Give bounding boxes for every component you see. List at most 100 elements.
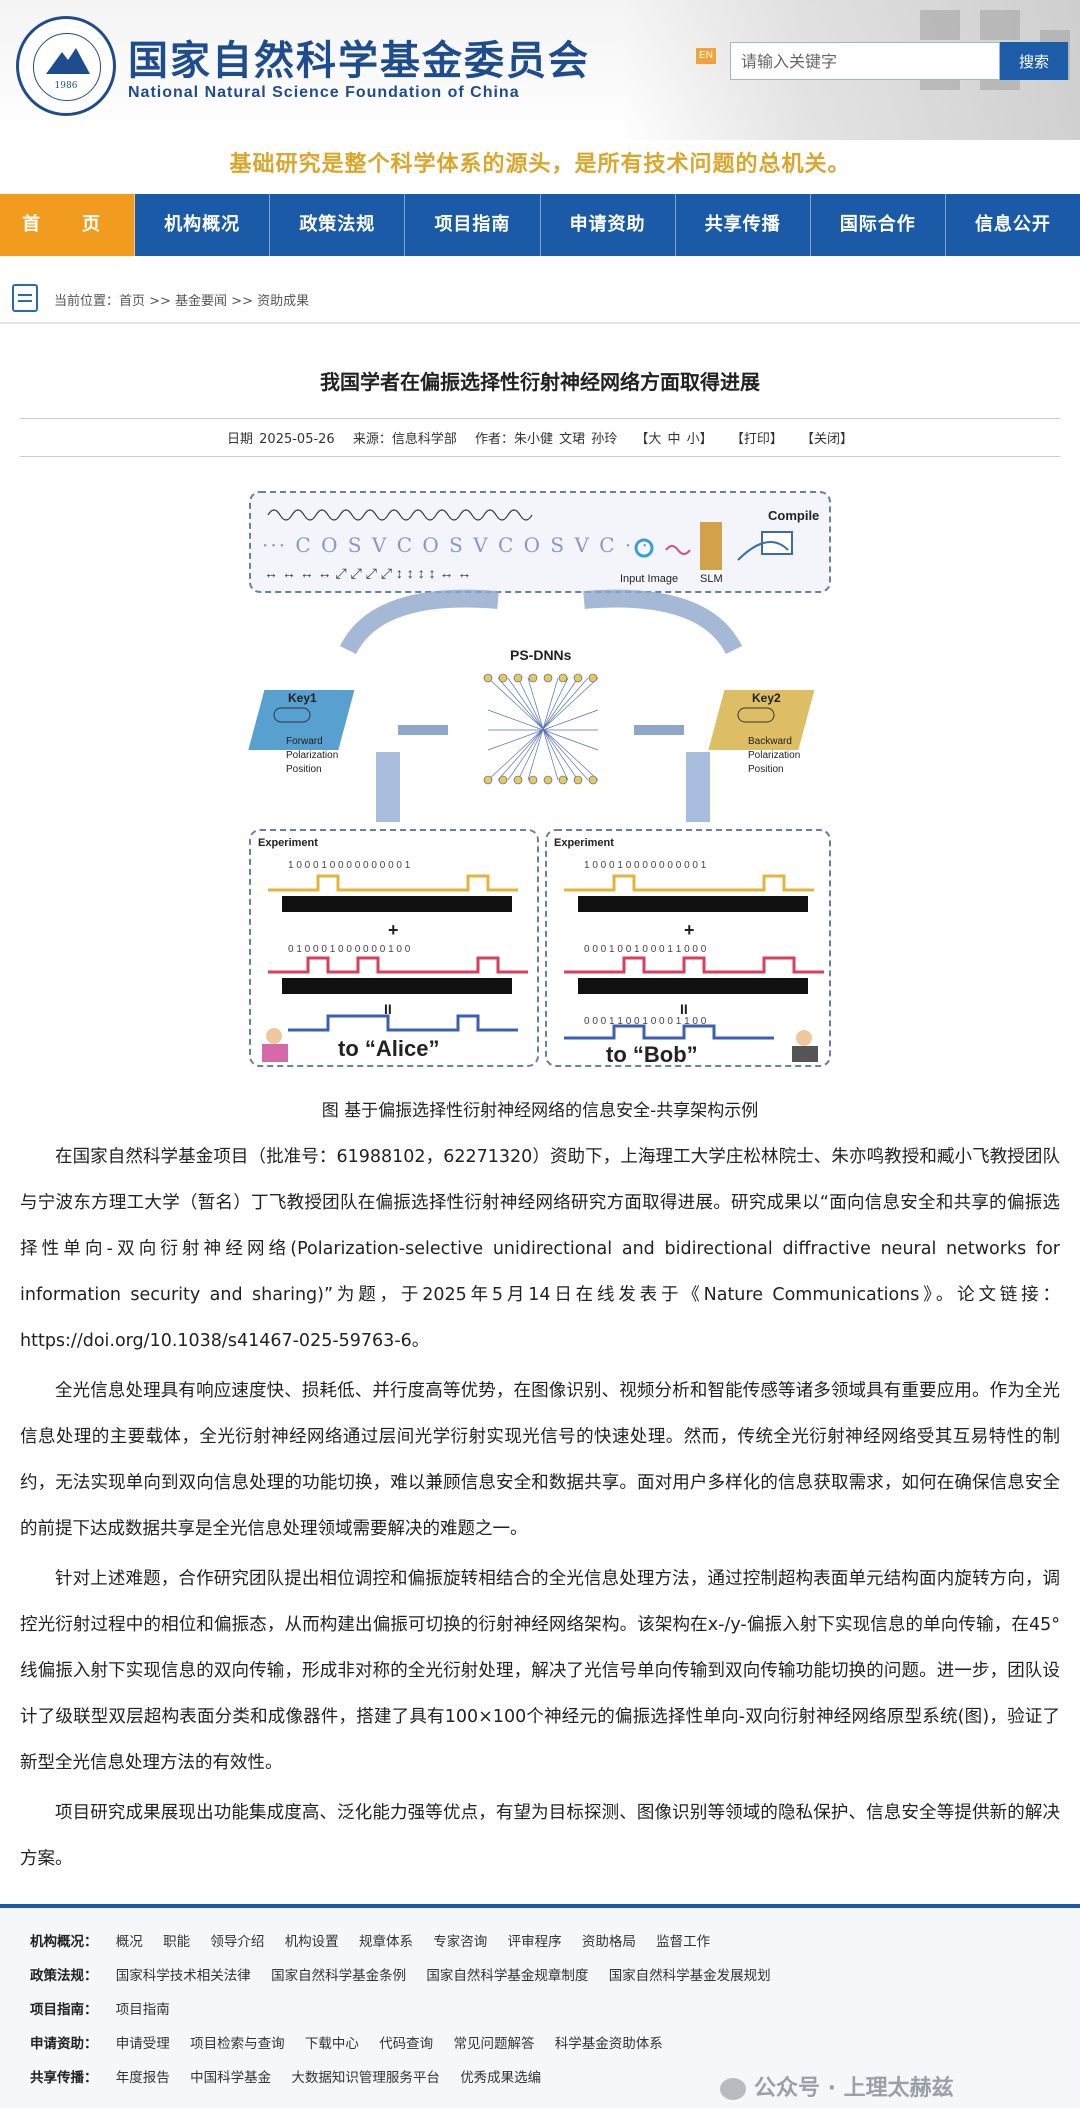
footer-row-share: 共享传播： 年度报告 中国科学基金 大数据知识管理服务平台 优秀成果选编 <box>30 2066 557 2096</box>
key2-item: Polarization <box>748 750 800 761</box>
site-header: 1986 国家自然科学基金委员会 National Natural Scienc… <box>0 0 1080 140</box>
footer-row-label: 共享传播： <box>30 2070 98 2086</box>
article-title: 我国学者在偏振选择性衍射神经网络方面取得进展 <box>320 370 760 394</box>
footer-link[interactable]: 评审程序 <box>507 1934 562 1950</box>
print-button[interactable]: 【打印】 <box>730 432 783 447</box>
footer-link[interactable]: 申请受理 <box>115 2036 170 2052</box>
footer-row-label: 机构概况： <box>30 1934 98 1950</box>
signal-blue-right <box>564 1024 774 1040</box>
footer-link[interactable]: 机构设置 <box>284 1934 339 1950</box>
breadcrumb: 当前位置：首页 >> 基金要闻 >> 资助成果 <box>0 280 1080 322</box>
decoding-beam-right <box>686 752 710 822</box>
footer-link[interactable]: 职能 <box>163 1934 191 1950</box>
main-nav: 首 页 机构概况 政策法规 项目指南 申请资助 共享传播 国际合作 信息公开 <box>0 194 1080 256</box>
footer-row-label: 政策法规： <box>30 1968 98 1984</box>
input-image-label: Input Image <box>620 573 678 585</box>
network-graph <box>487 677 599 781</box>
watermark-text: 公众号 · 上理太赫兹 <box>754 2076 954 2101</box>
footer-link[interactable]: 专家咨询 <box>433 1934 488 1950</box>
divider <box>0 322 1080 324</box>
footer-link[interactable]: 项目检索与查询 <box>190 2036 285 2052</box>
article-figure: ··· C O S V C O S V C O S V C ··· ↔ ↔ ↔ … <box>248 491 831 1067</box>
breadcrumb-text[interactable]: 当前位置：首页 >> 基金要闻 >> 资助成果 <box>54 294 310 309</box>
footer-link[interactable]: 常见问题解答 <box>453 2036 535 2052</box>
plus-sign: + <box>388 920 399 940</box>
barcode-left-1 <box>282 896 512 912</box>
article-author: 作者：朱小健 文珺 孙玲 <box>475 432 618 447</box>
nav-policy[interactable]: 政策法规 <box>270 194 406 256</box>
footer-link[interactable]: 国家自然科学基金规章制度 <box>426 1968 589 1984</box>
article-paragraph: 项目研究成果展现出功能集成度高、泛化能力强等优点，有望为目标探测、图像识别等领域… <box>20 1803 1060 1869</box>
close-button[interactable]: 【关闭】 <box>800 432 853 447</box>
footer-link[interactable]: 国家自然科学基金条例 <box>271 1968 407 1984</box>
input-panel <box>249 491 831 593</box>
footer-row-label: 申请资助： <box>30 2036 98 2052</box>
footer-link[interactable]: 监督工作 <box>656 1934 711 1950</box>
font-size-toggle[interactable]: 【大 中 小】 <box>635 432 713 447</box>
article-body: 在国家自然科学基金项目（批准号：61988102，62271320）资助下，上海… <box>20 1134 1060 1886</box>
bit-sequence: 0 1 0 0 0 1 0 0 0 0 0 0 1 0 0 <box>288 944 411 955</box>
metasurface-right <box>708 690 815 750</box>
to-bob-label: to “Bob” <box>606 1042 698 1067</box>
nav-about[interactable]: 机构概况 <box>135 194 271 256</box>
footer-link[interactable]: 年度报告 <box>115 2070 170 2086</box>
article-paragraph: 全光信息处理具有响应速度快、损耗低、并行度高等优势，在图像识别、视频分析和智能传… <box>20 1381 1060 1539</box>
footer-link[interactable]: 国家科学技术相关法律 <box>115 1968 251 1984</box>
mountain-icon <box>46 48 90 74</box>
equals-sign: II <box>384 1001 392 1017</box>
nav-guide[interactable]: 项目指南 <box>405 194 541 256</box>
search-input[interactable] <box>730 42 1000 80</box>
nav-home[interactable]: 首 页 <box>0 194 136 256</box>
bit-sequence: 0 0 0 1 1 0 0 1 0 0 0 1 1 0 0 <box>584 1016 707 1027</box>
key2-label: Key2 <box>752 691 781 705</box>
site-title[interactable]: 国家自然科学基金委员会 <box>128 38 590 84</box>
footer-link[interactable]: 优秀成果选编 <box>460 2070 542 2086</box>
barcode-left-2 <box>282 978 512 994</box>
footer-link[interactable]: 资助格局 <box>581 1934 636 1950</box>
site-footer: 机构概况： 概况 职能 领导介绍 机构设置 规章体系 专家咨询 评审程序 资助格… <box>0 1908 1080 2108</box>
person-alice-icon <box>266 1028 282 1044</box>
footer-row-policy: 政策法规： 国家科学技术相关法律 国家自然科学基金条例 国家自然科学基金规章制度… <box>30 1964 787 1994</box>
document-icon <box>12 284 38 312</box>
key2-icon <box>737 707 775 723</box>
english-toggle[interactable]: EN <box>696 48 716 64</box>
wechat-watermark: 公众号 · 上理太赫兹 <box>720 2070 954 2102</box>
nav-international[interactable]: 国际合作 <box>811 194 946 256</box>
nav-disclosure[interactable]: 信息公开 <box>974 214 1051 235</box>
footer-link[interactable]: 概况 <box>115 1934 143 1950</box>
nav-apply[interactable]: 申请资助 <box>541 194 676 256</box>
nav-share[interactable]: 共享传播 <box>676 194 811 256</box>
footer-link[interactable]: 项目指南 <box>115 2002 170 2018</box>
footer-link[interactable]: 下载中心 <box>304 2036 359 2052</box>
experiment-label: Experiment <box>258 837 318 849</box>
barcode-right-1 <box>578 896 808 912</box>
search-button[interactable]: 搜索 <box>1000 42 1068 80</box>
nsfc-logo[interactable]: 1986 <box>16 16 116 116</box>
footer-link[interactable]: 规章体系 <box>358 1934 413 1950</box>
signal-yellow-left <box>268 874 518 892</box>
wave-signal <box>267 509 533 521</box>
slm-icon <box>700 522 722 570</box>
signal-yellow-right <box>564 874 814 892</box>
to-alice-label: to “Alice” <box>338 1036 439 1061</box>
bit-sequence: 1 0 0 0 1 0 0 0 0 0 0 0 0 0 1 <box>288 860 411 871</box>
footer-link[interactable]: 代码查询 <box>379 2036 434 2052</box>
footer-link[interactable]: 科学基金资助体系 <box>554 2036 663 2052</box>
figure-caption: 图 基于偏振选择性衍射神经网络的信息安全-共享架构示例 <box>321 1101 759 1121</box>
site-subtitle: National Natural Science Foundation of C… <box>128 84 520 101</box>
plus-sign: + <box>684 920 695 940</box>
footer-link[interactable]: 大数据知识管理服务平台 <box>291 2070 440 2086</box>
key1-icon <box>273 707 311 723</box>
input-image-icon <box>634 538 654 558</box>
footer-link[interactable]: 领导介绍 <box>210 1934 265 1950</box>
article-meta: 日期 2025-05-26 来源：信息科学部 作者：朱小健 文珺 孙玲 【大 中… <box>0 428 1080 447</box>
signal-blue-left <box>288 1014 518 1032</box>
footer-link[interactable]: 国家自然科学基金发展规划 <box>608 1968 771 1984</box>
bit-sequence: 1 0 0 0 1 0 0 0 0 0 0 0 0 0 1 <box>584 860 707 871</box>
arrow-left <box>339 589 499 655</box>
key2-item: Position <box>748 764 784 775</box>
signal-red-right <box>564 956 824 974</box>
footer-link[interactable]: 中国科学基金 <box>190 2070 272 2086</box>
signal-red-left <box>268 956 528 974</box>
arrow-right <box>583 589 743 655</box>
